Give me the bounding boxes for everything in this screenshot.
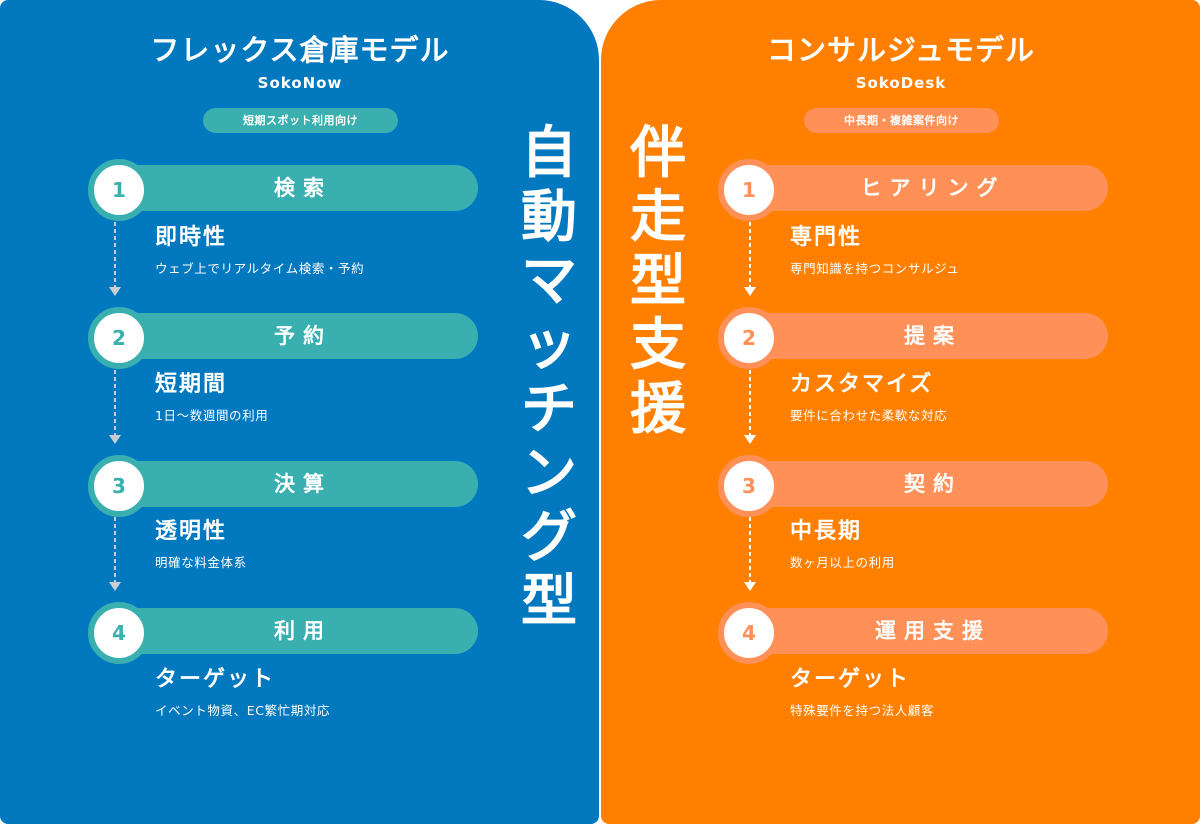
down-arrow-icon <box>744 222 756 296</box>
down-arrow-icon <box>109 370 121 444</box>
step-feature: 即時性 <box>155 225 228 250</box>
panel-subtitle: SokoDesk <box>855 74 947 92</box>
step-feature: 短期間 <box>155 372 228 397</box>
step-3: 決算 3 <box>88 455 480 517</box>
step-number-circle: 2 <box>88 307 150 369</box>
step-3: 契約 3 <box>718 455 1110 517</box>
step-4: 運用支援 4 <box>718 602 1110 664</box>
down-arrow-icon <box>109 222 121 296</box>
step-2: 予約 2 <box>88 307 480 369</box>
step-label: 運用支援 <box>738 608 1108 654</box>
down-arrow-icon <box>744 517 756 591</box>
step-feature: ターゲット <box>790 667 911 692</box>
step-4: 利用 4 <box>88 602 480 664</box>
down-arrow-icon <box>744 370 756 444</box>
vertical-label-accompanying-support: 伴 走 型 支 援 <box>630 121 686 442</box>
step-description: 専門知識を持つコンサルジュ <box>790 261 960 276</box>
step-description: 要件に合わせた柔軟な対応 <box>790 408 948 423</box>
step-number-circle: 2 <box>718 307 780 369</box>
step-description: ウェブ上でリアルタイム検索・予約 <box>155 261 365 276</box>
step-number-circle: 1 <box>718 159 780 221</box>
step-label: 予約 <box>108 313 478 359</box>
step-description: 1日〜数週間の利用 <box>155 408 269 423</box>
panel-title: フレックス倉庫モデル <box>150 33 450 67</box>
step-1: ヒアリング 1 <box>718 159 1110 221</box>
panel-subtitle: SokoNow <box>257 74 343 92</box>
vertical-label-auto-matching: 自 動 マ ッ チ ン グ 型 <box>521 121 577 634</box>
usage-badge: 短期スポット利用向け <box>203 108 398 133</box>
step-description: 特殊要件を持つ法人顧客 <box>790 703 935 718</box>
step-feature: 中長期 <box>790 519 863 544</box>
step-feature: カスタマイズ <box>790 372 934 397</box>
flex-warehouse-model-panel: フレックス倉庫モデル SokoNow 短期スポット利用向け 検索 1 即時性 ウ… <box>0 0 599 824</box>
concierge-model-panel: コンサルジュモデル SokoDesk 中長期・複雑案件向け ヒアリング 1 専門… <box>601 0 1200 824</box>
step-label: 利用 <box>108 608 478 654</box>
step-2: 提案 2 <box>718 307 1110 369</box>
step-label: ヒアリング <box>738 165 1108 211</box>
step-feature: 透明性 <box>155 519 228 544</box>
step-label: 決算 <box>108 461 478 507</box>
step-label: 提案 <box>738 313 1108 359</box>
step-number-circle: 4 <box>718 602 780 664</box>
step-description: 数ヶ月以上の利用 <box>790 555 895 570</box>
step-feature: ターゲット <box>155 667 276 692</box>
step-feature: 専門性 <box>790 225 863 250</box>
step-number-circle: 3 <box>718 455 780 517</box>
step-number-circle: 4 <box>88 602 150 664</box>
step-label: 契約 <box>738 461 1108 507</box>
step-label: 検索 <box>108 165 478 211</box>
step-1: 検索 1 <box>88 159 480 221</box>
step-number-circle: 3 <box>88 455 150 517</box>
down-arrow-icon <box>109 517 121 591</box>
panel-title: コンサルジュモデル <box>767 33 1035 67</box>
step-description: イベント物資、EC繁忙期対応 <box>155 703 331 718</box>
usage-badge: 中長期・複雑案件向け <box>804 108 999 133</box>
step-number-circle: 1 <box>88 159 150 221</box>
step-description: 明確な料金体系 <box>155 555 247 570</box>
